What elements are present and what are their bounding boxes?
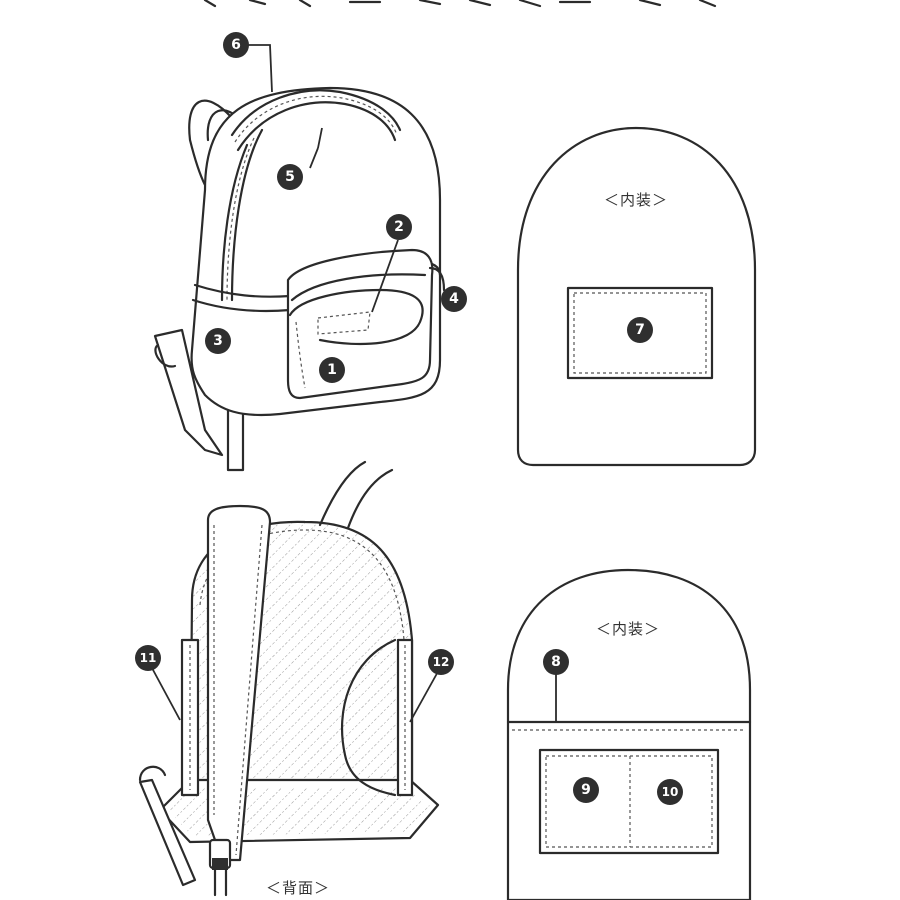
svg-text:5: 5: [285, 169, 295, 185]
svg-text:6: 6: [231, 37, 241, 53]
badge-2: 2: [386, 214, 412, 240]
svg-text:7: 7: [635, 322, 645, 338]
svg-text:11: 11: [140, 651, 157, 665]
badge-3: 3: [205, 328, 231, 354]
svg-text:12: 12: [433, 655, 450, 669]
badge-10: 10: [657, 779, 683, 805]
interior-label-top: ＜内装＞: [604, 191, 668, 209]
badge-1: 1: [319, 357, 345, 383]
badge-4: 4: [441, 286, 467, 312]
badge-8: 8: [543, 649, 569, 675]
badge-9: 9: [573, 777, 599, 803]
leader-lines-front: [246, 44, 399, 313]
interior-panel-top: [516, 126, 757, 467]
interior-panel-bottom: [506, 568, 752, 900]
badge-12: 12: [428, 649, 454, 675]
svg-text:9: 9: [581, 782, 591, 798]
interior-label-bottom: ＜内装＞: [596, 620, 660, 638]
svg-text:3: 3: [213, 333, 223, 349]
svg-text:4: 4: [449, 291, 459, 307]
backpack-back-view: [138, 460, 440, 897]
cropped-title: [203, 0, 717, 8]
backpack-front-view: [153, 86, 446, 472]
svg-text:1: 1: [327, 362, 337, 378]
svg-text:10: 10: [662, 785, 679, 799]
svg-text:2: 2: [394, 219, 404, 235]
badge-11: 11: [135, 645, 161, 671]
leader-lines-back: [151, 667, 441, 723]
badge-7: 7: [627, 317, 653, 343]
badge-6: 6: [223, 32, 249, 58]
back-label: ＜背面＞: [266, 879, 330, 897]
badge-5: 5: [277, 164, 303, 190]
svg-text:8: 8: [551, 654, 561, 670]
